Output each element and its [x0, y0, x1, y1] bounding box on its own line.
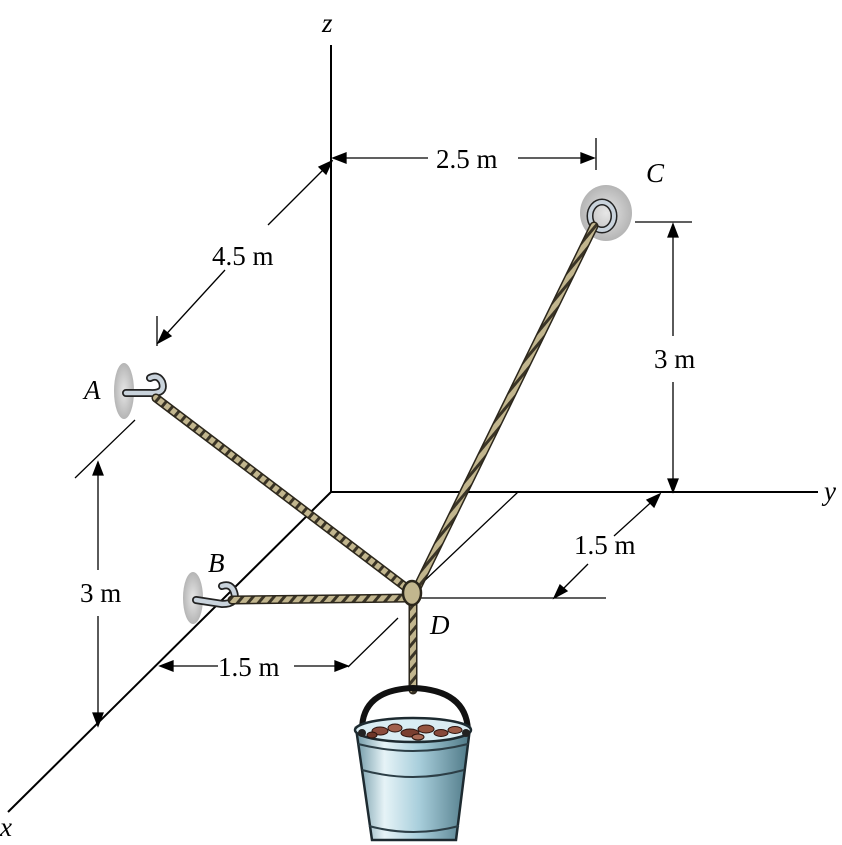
- z-axis-label: z: [321, 8, 333, 38]
- x-axis-label: x: [0, 812, 12, 842]
- point-label-b: B: [208, 548, 225, 578]
- dim-label-4.5m: 4.5 m: [212, 241, 274, 271]
- bucket-body: [354, 726, 472, 842]
- dim-label-3m-left: 3 m: [80, 578, 121, 608]
- support-a: [114, 363, 167, 419]
- ropes: [151, 221, 599, 695]
- dim-label-2.5m: 2.5 m: [436, 144, 498, 174]
- point-label-a: A: [82, 375, 101, 405]
- rope-cd: [412, 223, 597, 595]
- point-label-c: C: [646, 158, 665, 188]
- x-axis-line: [7, 491, 332, 813]
- bucket: [353, 684, 473, 842]
- bucket-rocks: [366, 723, 463, 741]
- bucket-handle: [359, 684, 471, 731]
- y-axis-label: y: [821, 476, 836, 506]
- dim-label-1.5m-bottom: 1.5 m: [218, 652, 280, 682]
- dim-label-3m-right: 3 m: [654, 344, 695, 374]
- axes: [7, 45, 818, 813]
- dim-label-1.5m-right: 1.5 m: [574, 530, 636, 560]
- support-b: [183, 572, 239, 624]
- rope-ad: [153, 395, 415, 595]
- knot-d: [401, 579, 423, 607]
- point-label-d: D: [429, 610, 450, 640]
- dimension-lines: [74, 138, 692, 728]
- rope-bd: [229, 595, 413, 603]
